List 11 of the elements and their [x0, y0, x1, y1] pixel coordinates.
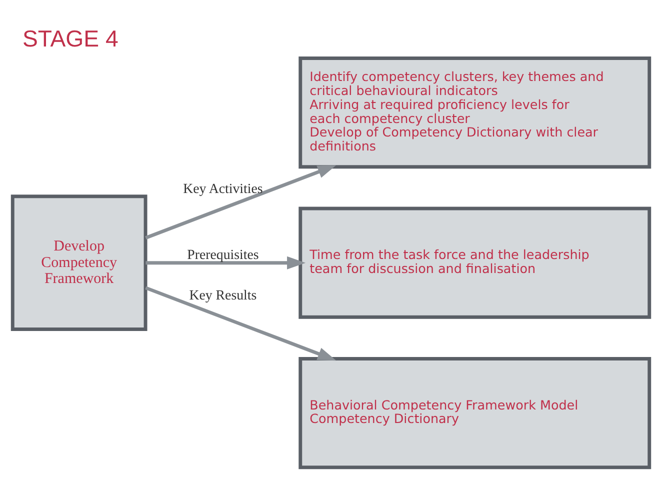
edge-label: Key Activities — [183, 180, 263, 196]
node-box: Develop Competency Framework — [10, 194, 148, 331]
edge-label: Key Results — [189, 286, 257, 302]
node-box: Identify competency clusters, key themes and critical behavioural indicators Arriving at required proficiency levels for each competency cluster Develop of Competency Dictionary with clear definitions — [298, 56, 652, 168]
node-box: Behavioral Competency Framework Model Competency Dictionary — [298, 356, 652, 469]
diagram-title: STAGE 4 — [22, 25, 118, 52]
arrow — [145, 286, 336, 360]
node-box: Time from the task force and the leadership team for discussion and finalisation — [298, 206, 652, 318]
arrow — [145, 164, 336, 239]
edge-label: Prerequisites — [187, 246, 259, 262]
arrow — [146, 256, 306, 269]
